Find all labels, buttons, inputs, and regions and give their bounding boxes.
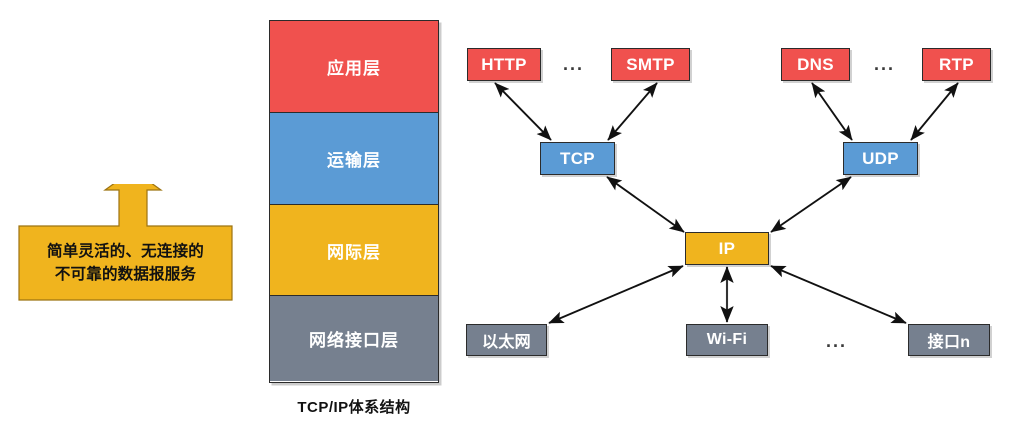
- node-http[interactable]: HTTP: [467, 48, 541, 81]
- ellipsis-application-left: ...: [563, 54, 585, 74]
- node-dns-label: DNS: [797, 54, 834, 74]
- layer-transport-label: 运输层: [327, 151, 381, 170]
- edge-tcp-ip: [606, 176, 685, 233]
- node-smtp[interactable]: SMTP: [611, 48, 690, 81]
- node-rtp-label: RTP: [939, 54, 974, 74]
- node-interface-n[interactable]: 接口n: [908, 324, 990, 356]
- layer-internet-label: 网际层: [327, 242, 381, 262]
- edge-dns-udp: [811, 82, 853, 141]
- edge-udp-ip: [770, 176, 852, 233]
- edge-ip-ethernet: [548, 265, 684, 324]
- edge-smtp-tcp: [607, 82, 658, 141]
- node-smtp-label: SMTP: [626, 54, 675, 74]
- layer-internet[interactable]: 网际层: [270, 205, 438, 296]
- node-wifi[interactable]: Wi-Fi: [686, 324, 768, 356]
- node-ethernet-label: 以太网: [482, 334, 531, 351]
- layer-network-interface-label: 网络接口层: [309, 331, 399, 350]
- node-ip-label: IP: [718, 238, 736, 258]
- layer-application[interactable]: 应用层: [270, 21, 438, 113]
- node-udp[interactable]: UDP: [843, 142, 918, 175]
- datagram-service-callout: 简单灵活的、无连接的 不可靠的数据报服务: [18, 184, 233, 301]
- edge-http-tcp: [494, 82, 552, 141]
- node-interface-n-label: 接口n: [927, 334, 971, 351]
- layer-transport[interactable]: 运输层: [270, 113, 438, 205]
- tcp-ip-layer-stack: 应用层 运输层 网际层 网络接口层: [269, 20, 439, 383]
- node-tcp[interactable]: TCP: [540, 142, 615, 175]
- edge-rtp-udp: [910, 82, 959, 141]
- node-dns[interactable]: DNS: [781, 48, 850, 81]
- callout-up-arrow-shape: [18, 184, 233, 301]
- node-tcp-label: TCP: [560, 148, 595, 168]
- node-wifi-label: Wi-Fi: [706, 331, 748, 348]
- node-http-label: HTTP: [481, 54, 527, 74]
- layer-network-interface[interactable]: 网络接口层: [270, 296, 438, 381]
- node-ethernet[interactable]: 以太网: [466, 324, 547, 356]
- stack-caption: TCP/IP体系结构: [297, 399, 411, 416]
- layer-application-label: 应用层: [327, 59, 381, 78]
- ellipsis-application-right: ...: [874, 54, 896, 74]
- ellipsis-link: ...: [826, 331, 848, 351]
- edge-ip-interface: [770, 265, 907, 324]
- node-ip[interactable]: IP: [685, 232, 769, 265]
- node-udp-label: UDP: [862, 148, 899, 168]
- node-rtp[interactable]: RTP: [922, 48, 991, 81]
